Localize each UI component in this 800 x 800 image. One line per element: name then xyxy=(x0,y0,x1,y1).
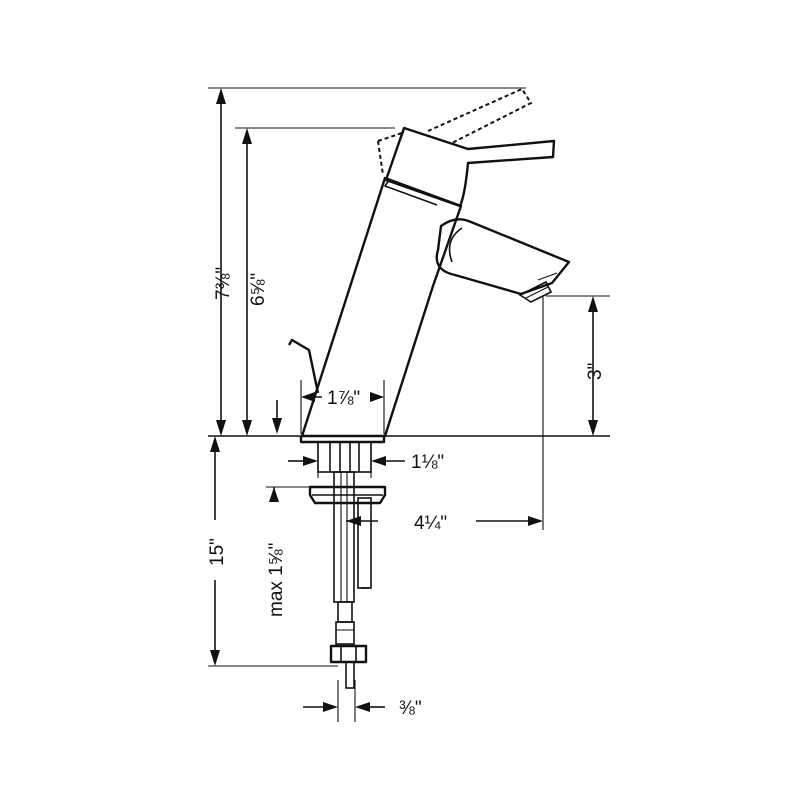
overall-height-label: 7⅜" xyxy=(213,267,234,300)
dimension-spout-reach: 4¼" xyxy=(346,513,543,534)
spout-clearance-label: 3" xyxy=(585,363,606,380)
pop-up-rod xyxy=(287,338,320,394)
dimension-spout-height: 6⅝" xyxy=(242,128,269,436)
dimension-deck-thickness: max 1⅝" xyxy=(266,486,310,617)
dimension-overall-height: 7⅜" xyxy=(213,88,234,436)
shank-diameter-label: 1⅛" xyxy=(411,452,444,473)
spout-reach-label: 4¼" xyxy=(414,513,447,534)
base-width-label: 1⅞" xyxy=(327,388,360,409)
dimension-shank-diameter: 1⅛" xyxy=(288,444,444,478)
dimension-supply-length: 15" xyxy=(207,436,228,666)
deck-level-arrow xyxy=(272,400,282,434)
dimension-spout-clearance: 3" xyxy=(585,296,606,436)
supply-length-label: 15" xyxy=(207,538,228,566)
deck-thickness-label: max 1⅝" xyxy=(266,543,287,617)
dimension-base-width: 1⅞" xyxy=(300,380,385,434)
dimension-supply-diameter: ⅜" xyxy=(303,680,422,722)
lever-open-position xyxy=(377,87,533,176)
spout-height-label: 6⅝" xyxy=(248,273,269,306)
supply-diameter-label: ⅜" xyxy=(399,698,422,719)
mounting-shank xyxy=(308,441,387,689)
faucet-lever xyxy=(384,126,556,208)
